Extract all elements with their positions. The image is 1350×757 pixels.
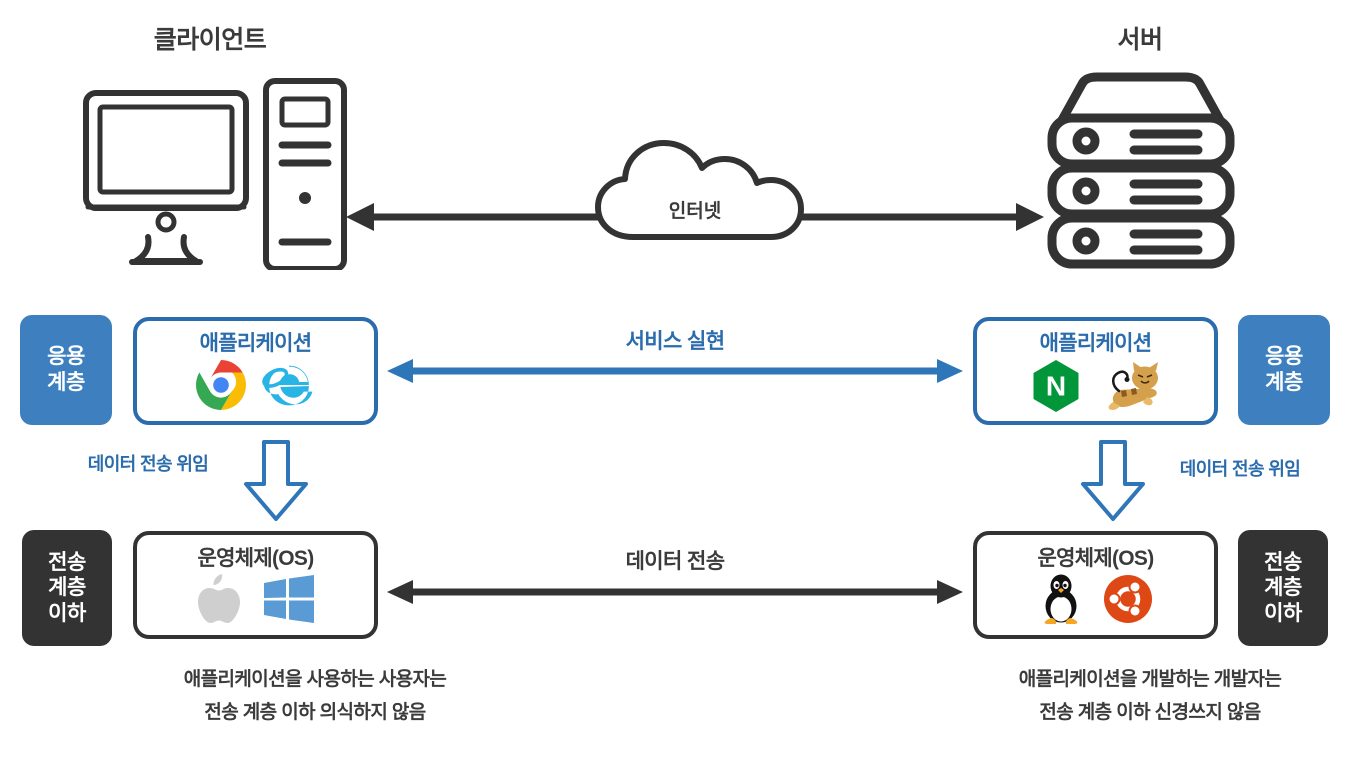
client-delegate-label: 데이터 전송 위임 bbox=[87, 454, 209, 474]
server-caption: 애플리케이션을 개발하는 개발자는 전송 계층 이하 신경쓰지 않음 bbox=[1018, 669, 1282, 724]
client-application-box-title: 애플리케이션 bbox=[199, 332, 312, 355]
service-realization-arrow bbox=[385, 356, 965, 386]
tomcat-logo bbox=[1099, 360, 1161, 417]
service-realization-label: 서비스 실현 bbox=[625, 330, 725, 353]
internet-label: 인터넷 bbox=[668, 201, 722, 222]
client-caption: 애플리케이션을 사용하는 사용자는 전송 계층 이하 의식하지 않음 bbox=[183, 669, 447, 724]
server-application-box: 애플리케이션 N bbox=[973, 317, 1218, 425]
client-application-box: 애플리케이션 bbox=[133, 317, 378, 425]
client-computer-icon bbox=[70, 65, 355, 272]
chrome-logo bbox=[195, 359, 247, 416]
client-os-box: 운영체제(OS) bbox=[133, 531, 378, 639]
server-rack-icon bbox=[1046, 72, 1236, 270]
data-transfer-label: 데이터 전송 bbox=[625, 550, 725, 573]
data-transfer-arrow bbox=[385, 577, 965, 607]
server-os-box-title: 운영체제(OS) bbox=[1037, 547, 1154, 570]
server-application-layer-badge: 응용 계층 bbox=[1238, 315, 1330, 425]
svg-text:N: N bbox=[1045, 371, 1065, 402]
windows-logo bbox=[263, 575, 315, 628]
server-transport-layer-badge: 전송 계층 이하 bbox=[1238, 530, 1328, 646]
server-os-box: 운영체제(OS) bbox=[973, 531, 1218, 639]
client-application-layer-badge: 응용 계층 bbox=[20, 315, 112, 425]
client-os-box-title: 운영체제(OS) bbox=[197, 547, 314, 570]
client-title: 클라이언트 bbox=[153, 26, 267, 54]
internet-explorer-logo bbox=[261, 359, 317, 416]
nginx-logo: N bbox=[1031, 359, 1081, 418]
server-application-box-title: 애플리케이션 bbox=[1039, 332, 1152, 355]
server-delegate-label: 데이터 전송 위임 bbox=[1179, 459, 1301, 479]
ubuntu-logo bbox=[1103, 574, 1153, 629]
server-title: 서버 bbox=[1117, 26, 1163, 54]
client-transport-layer-badge: 전송 계층 이하 bbox=[22, 530, 112, 646]
internet-cloud-connection bbox=[340, 135, 1050, 255]
client-delegate-down-arrow bbox=[240, 440, 312, 522]
apple-logo bbox=[197, 573, 241, 630]
linux-tux-logo bbox=[1039, 573, 1083, 630]
server-delegate-down-arrow bbox=[1077, 440, 1149, 522]
